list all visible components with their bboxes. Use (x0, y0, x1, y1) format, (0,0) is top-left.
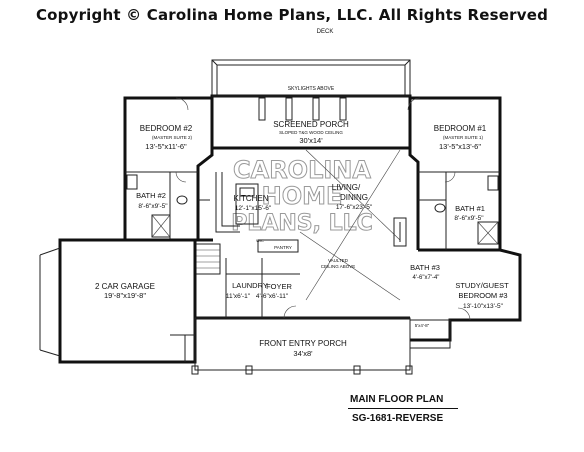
laundry-size: 11'x6'-1" (226, 293, 251, 300)
skylights-label: SKYLIGHTS ABOVE (288, 86, 335, 92)
bath-fixtures (126, 174, 499, 245)
bath2-name: BATH #2 (136, 191, 166, 200)
plan-code: SG-1681-REVERSE (352, 413, 444, 424)
foyer-size: 4'-6"x6'-11" (256, 293, 289, 300)
bath3-size: 4'-6"x7'-4" (413, 275, 440, 281)
watermark: CAROLINA HOME PLANS, LLC (231, 156, 374, 237)
watermark-line2: HOME (262, 182, 343, 210)
living-name2: DINING (340, 193, 368, 202)
pantry-label: PANTRY (274, 245, 292, 250)
bedroom1-note: (MASTER SUITE 1) (443, 135, 484, 140)
bath1-name: BATH #1 (455, 204, 485, 213)
title-underline (348, 408, 458, 409)
wic-label: WIC (256, 238, 264, 243)
deck-label: DECK (317, 29, 334, 35)
bedroom2-name: BEDROOM #2 (140, 124, 193, 133)
bath3-name: BATH #3 (410, 263, 440, 272)
front-porch (191, 317, 413, 375)
living-name: LIVING/ (332, 183, 361, 192)
garage-name: 2 CAR GARAGE (95, 282, 155, 291)
stairs (195, 243, 221, 275)
kitchen-size: 12'-1"x15'-6" (235, 205, 272, 212)
study-size: 13'-10"x13'-5" (463, 303, 504, 310)
small-porch (409, 319, 451, 349)
living-size: 17'-6"x23'-5" (336, 204, 373, 211)
vaulted-line2: CEILING ABOVE (321, 264, 356, 269)
screened-porch-name: SCREENED PORCH (273, 120, 349, 129)
front-porch-size: 34'x8' (293, 349, 313, 358)
watermark-line1: CAROLINA (233, 156, 371, 184)
kitchen-name: KITCHEN (233, 194, 268, 203)
foyer-name: FOYER (266, 282, 292, 291)
bath2-size: 8'-6"x9'-5" (138, 203, 168, 210)
copyright-notice: Copyright © Carolina Home Plans, LLC. Al… (35, 6, 549, 24)
bedroom2-size: 13'-5"x11'-6" (145, 142, 187, 151)
bedroom1-name: BEDROOM #1 (434, 124, 487, 133)
screened-porch-size: 30'x14' (299, 136, 323, 145)
garage (39, 238, 197, 364)
screened-porch-area (210, 59, 412, 150)
bedroom1-size: 13'-5"x13'-6" (439, 142, 481, 151)
plan-title: MAIN FLOOR PLAN (350, 394, 444, 405)
bath1-size: 8'-6"x9'-5" (454, 215, 484, 222)
garage-size: 19'-8"x19'-8" (104, 291, 146, 300)
vaulted-line1: VAULTED (328, 258, 349, 263)
study-name: STUDY/GUEST (455, 281, 509, 290)
study-name2: BEDROOM #3 (458, 291, 507, 300)
front-porch-name: FRONT ENTRY PORCH (259, 339, 347, 348)
bedroom2-note: (MASTER SUITE 2) (152, 135, 193, 140)
door-swings (175, 97, 471, 321)
screened-porch-note: SLOPED T&G WOOD CEILING (279, 130, 343, 135)
laundry-name: LAUNDRY (232, 281, 268, 290)
small-porch-size: 5'x4'-8" (415, 323, 430, 328)
